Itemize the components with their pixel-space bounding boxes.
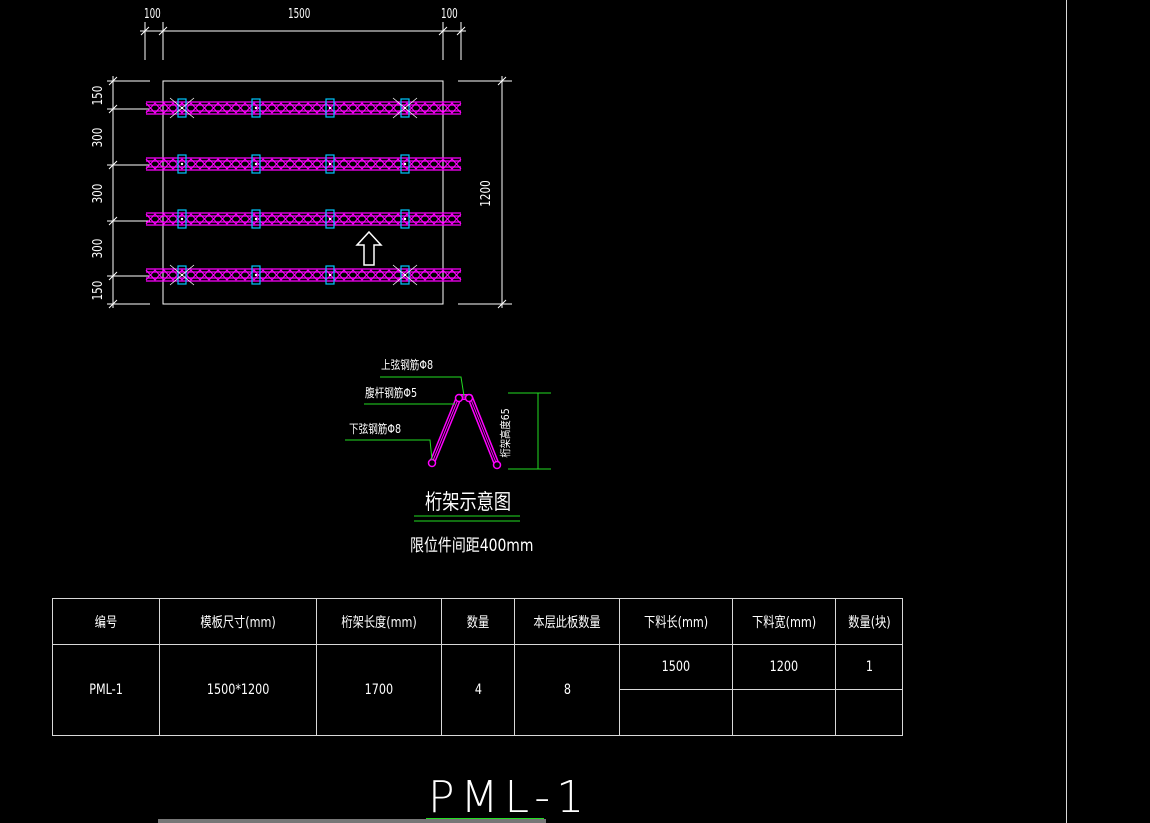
spacing-note: 限位件间距400mm (410, 536, 534, 556)
truss-row (145, 264, 462, 286)
clip-spacer (392, 264, 418, 286)
cell-pieces: 1 (835, 644, 903, 690)
header-cut-length: 下料长(mm) (619, 598, 733, 645)
right-dimension (458, 76, 512, 309)
cell-empty-3 (835, 689, 903, 736)
panel-outline (162, 80, 444, 305)
table-row-empty (53, 689, 903, 736)
label-web: 腹杆钢筋Φ5 (365, 386, 418, 400)
cell-empty-1 (619, 689, 733, 736)
cell-cut-width: 1200 (732, 644, 836, 690)
clip-spacer (392, 97, 418, 119)
cell-cut-length: 1500 (619, 644, 733, 690)
direction-arrow-icon (355, 230, 383, 266)
truss-row (145, 97, 462, 119)
top-chord-right (464, 393, 474, 403)
clip-spacer (251, 265, 261, 285)
dim-v-1: 150 (90, 85, 106, 106)
truss-web-bar (429, 394, 500, 467)
cell-id: PML-1 (52, 644, 160, 736)
clip-spacer (169, 97, 195, 119)
header-id: 编号 (52, 598, 160, 645)
cell-truss-length: 1700 (316, 644, 442, 736)
label-truss-height: 桁架高度65 (499, 408, 512, 458)
clip-spacer (251, 98, 261, 118)
horizontal-scrollbar[interactable] (158, 819, 546, 823)
truss-diagram-title: 桁架示意图 (425, 490, 512, 514)
clip-spacer (325, 98, 335, 118)
clip-spacer (177, 154, 187, 174)
dim-left-text: 100 (144, 7, 161, 22)
dim-right-text: 100 (441, 7, 458, 22)
clip-spacer (325, 154, 335, 174)
cell-qty: 4 (441, 644, 515, 736)
clip-spacer (169, 264, 195, 286)
dim-v-5: 150 (90, 280, 106, 301)
header-qty: 数量 (441, 598, 515, 645)
label-top-chord: 上弦钢筋Φ8 (381, 358, 434, 372)
clip-spacer (325, 265, 335, 285)
header-floor-qty: 本层此板数量 (514, 598, 620, 645)
leader-top-chord (380, 376, 465, 397)
header-truss-length: 桁架长度(mm) (316, 598, 442, 645)
dim-v-2: 300 (90, 127, 106, 148)
bottom-chord-right (492, 460, 502, 470)
clip-spacer (251, 154, 261, 174)
truss-schematic (345, 376, 551, 522)
panel-title: PML-1 (428, 772, 591, 823)
dim-v-3: 300 (90, 183, 106, 204)
truss-row (145, 209, 462, 229)
dim-mid-text: 1500 (288, 7, 311, 22)
header-cut-width: 下料宽(mm) (732, 598, 836, 645)
panel-title-underline (426, 818, 544, 819)
top-chord-left (454, 393, 464, 403)
top-dimension (140, 22, 466, 60)
table-header-row: 编号 模板尺寸(mm) 桁架长度(mm) 数量 本层此板数量 下料长(mm) 下… (52, 598, 903, 645)
cell-size: 1500*1200 (159, 644, 317, 736)
header-size: 模板尺寸(mm) (159, 598, 317, 645)
clip-spacer (177, 209, 187, 229)
dim-total-height: 1200 (479, 180, 495, 207)
left-dimension (107, 76, 150, 309)
sheet-border (1066, 0, 1067, 823)
label-bottom-chord: 下弦钢筋Φ8 (349, 422, 402, 436)
table-row: PML-1 1500*1200 1700 4 8 1500 1200 1 (52, 644, 903, 736)
clip-spacer (251, 209, 261, 229)
truss-row (145, 154, 462, 174)
clip-spacer (400, 209, 410, 229)
cell-floor-qty: 8 (514, 644, 620, 736)
truss-rows (145, 97, 462, 286)
dim-v-4: 300 (90, 238, 106, 259)
schedule-table: 编号 模板尺寸(mm) 桁架长度(mm) 数量 本层此板数量 下料长(mm) 下… (52, 598, 903, 736)
bottom-chord-left (427, 458, 437, 468)
cell-empty-2 (732, 689, 836, 736)
clip-spacer (400, 154, 410, 174)
header-pieces: 数量(块) (835, 598, 903, 645)
clip-spacer (325, 209, 335, 229)
leader-bottom-chord (345, 439, 433, 461)
